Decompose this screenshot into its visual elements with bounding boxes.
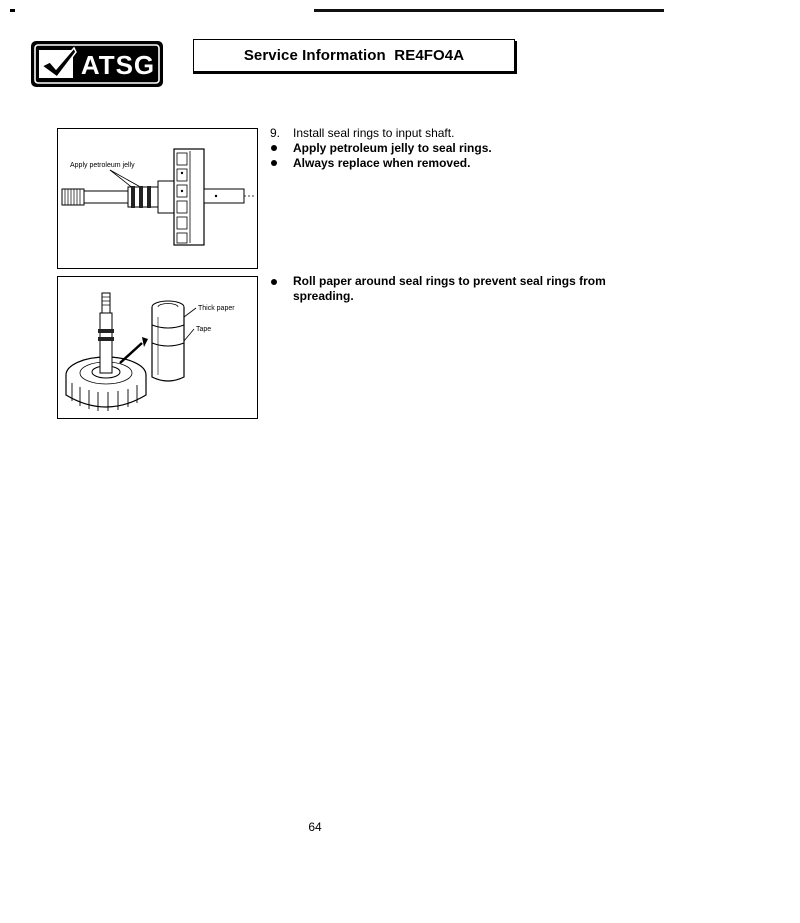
figure-input-shaft: Apply petroleum jelly (57, 128, 258, 269)
bullet-text: Always replace when removed. (293, 156, 471, 170)
figure-paper-roll: Thick paper Tape (57, 276, 258, 419)
header-box: Service Information RE4FO4A (193, 39, 515, 72)
header-shadow (515, 41, 517, 74)
bullet-roll-paper-text: Roll paper around seal rings to prevent … (293, 274, 606, 303)
bullet-icon (271, 159, 277, 166)
input-shaft-illustration: Apply petroleum jelly (61, 148, 254, 246)
page-title: Service Information RE4FO4A (243, 47, 465, 64)
bullet-always-replace: Always replace when removed. (270, 156, 470, 171)
bullet-roll-paper-marker (270, 275, 293, 290)
atsg-logo: ATSG (31, 41, 163, 87)
top-rule (314, 9, 664, 12)
corner-mark (10, 9, 15, 12)
bullet-text: Apply petroleum jelly to seal rings. (293, 141, 492, 155)
bullet-icon (271, 278, 277, 285)
logo-text: ATSG (81, 50, 155, 80)
header-shadow (193, 72, 517, 74)
paper-roll-illustration: Thick paper Tape (65, 292, 235, 411)
bullet-icon (271, 144, 277, 151)
bullet-petroleum-jelly: Apply petroleum jelly to seal rings. (270, 141, 492, 156)
step-9-text: Install seal rings to input shaft. (293, 126, 455, 140)
page-number: 64 (308, 820, 322, 834)
callout-petroleum-jelly: Apply petroleum jelly (70, 162, 135, 169)
callout-thick-paper: Thick paper (198, 305, 235, 312)
step-9: 9. Install seal rings to input shaft. (270, 126, 454, 141)
callout-tape: Tape (196, 326, 211, 333)
step-number: 9. (270, 126, 281, 140)
